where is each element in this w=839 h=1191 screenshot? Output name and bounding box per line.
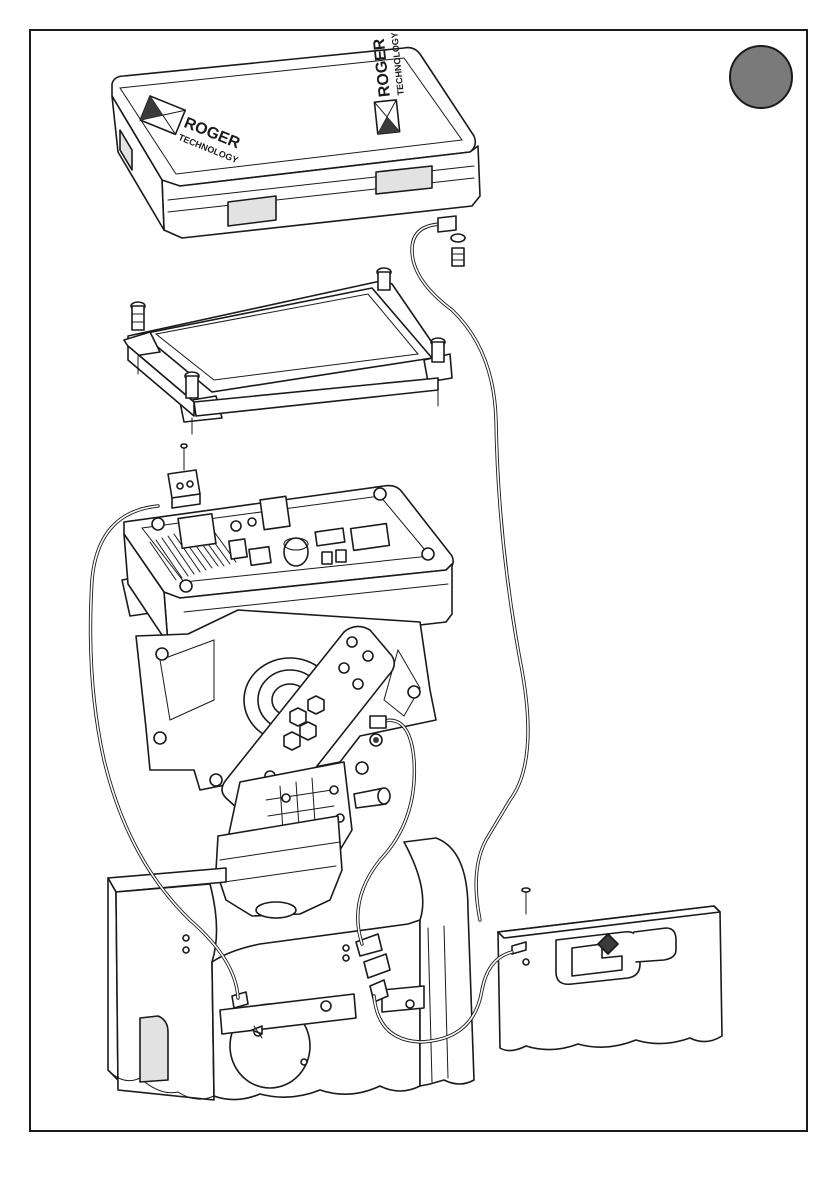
ground-wire-motor bbox=[358, 716, 415, 944]
outer-cover: ROGER TECHNOLOGY ROGER TECHNOLOGY bbox=[112, 32, 480, 238]
step-badge bbox=[730, 46, 792, 108]
inner-lid bbox=[124, 268, 452, 434]
lid-screw bbox=[377, 268, 391, 290]
cover-screw bbox=[451, 234, 465, 266]
side-panel bbox=[498, 888, 722, 1051]
terminal-block bbox=[168, 444, 200, 508]
